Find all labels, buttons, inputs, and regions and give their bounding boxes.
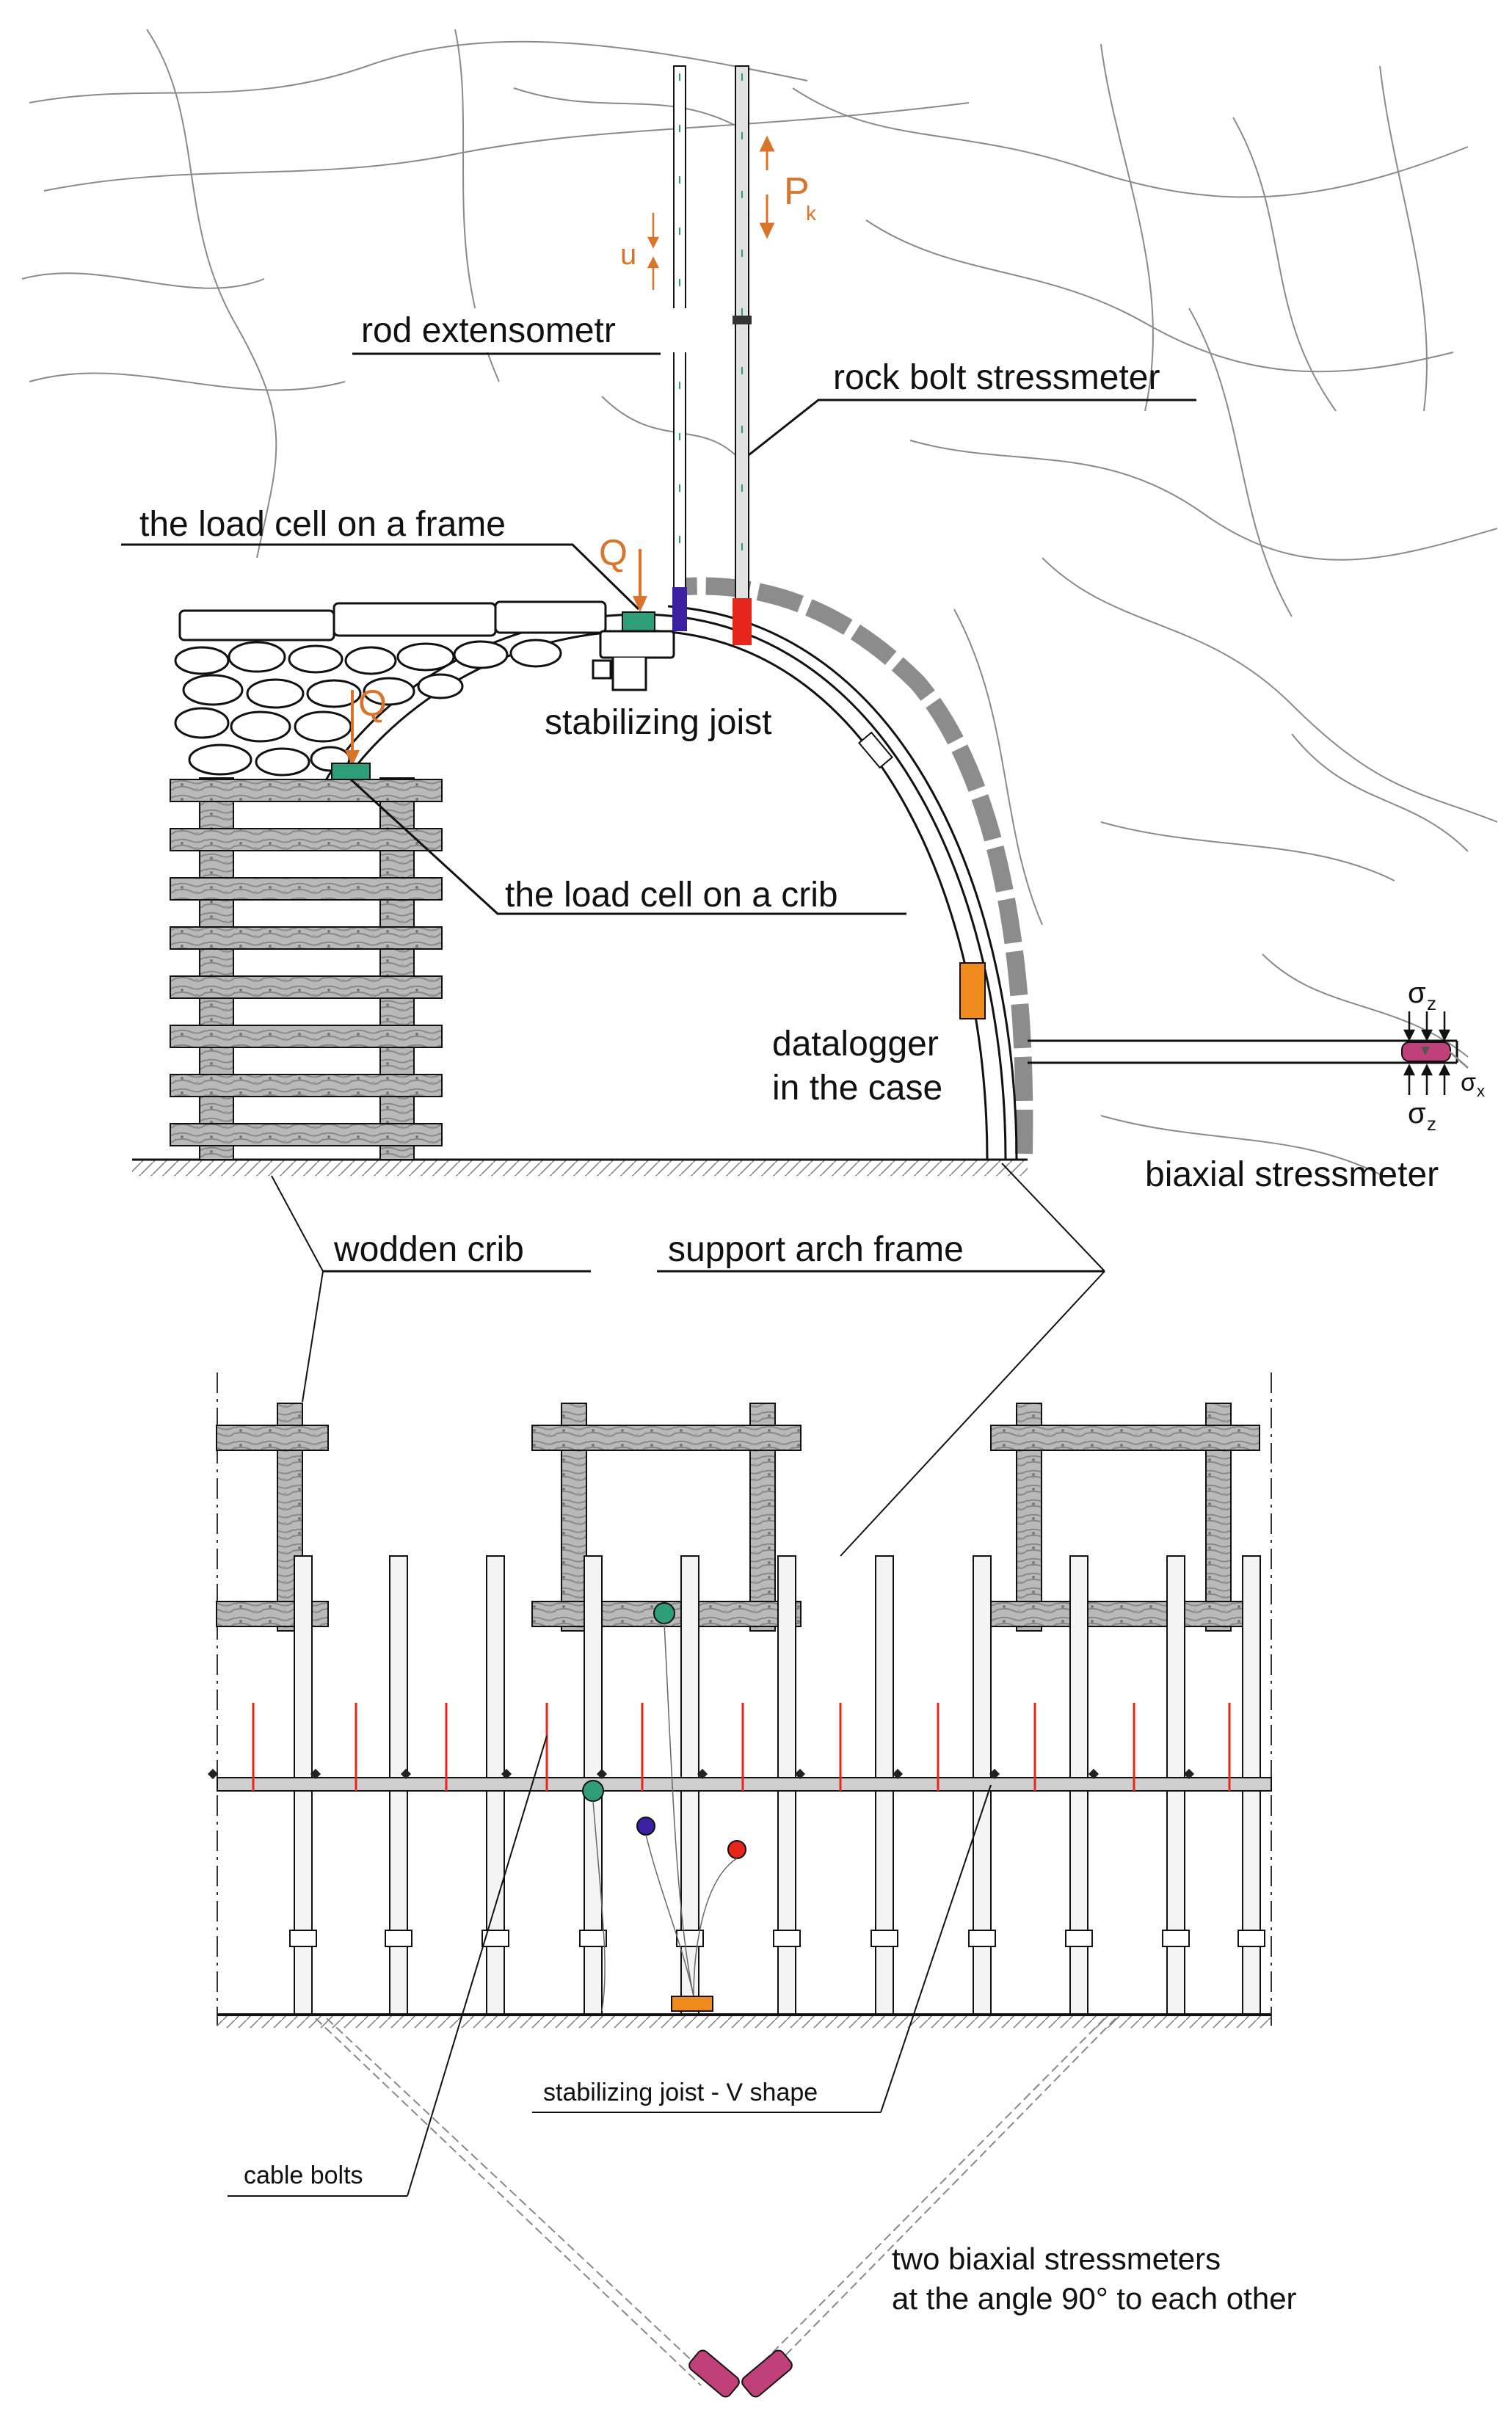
post-clamp [481,1930,509,1947]
stone-wall [174,600,607,777]
extensometer-marker [636,1817,655,1836]
support-arch-label: support arch frame [668,1230,964,1269]
load-cell-marker-crib [582,1780,604,1802]
biaxial-borehole [1028,1039,1458,1064]
post-clamp [773,1930,801,1947]
rock-bolt-stressmeter [733,65,752,645]
sigma-z-bottom-sub: z [1427,1113,1436,1135]
stabilizing-joist-clamp [592,630,675,691]
post-clamp [1065,1930,1093,1947]
biaxial-stressmeter-left [688,2349,740,2398]
extensometer-head [672,587,687,631]
post-clamp [676,1930,704,1947]
datalogger-marker [671,1996,713,2012]
load-cell-crib-leader [349,778,906,915]
sensor-cables [592,1623,738,2012]
lower-ground-hatch [217,2015,1271,2028]
rock-bolt-marker [727,1840,746,1859]
rock-fracture-lines [21,29,1498,1175]
biaxial-stressmeter-label: biaxial stressmeter [1145,1155,1439,1194]
bolt-head [733,598,752,645]
q-frame-arrowhead [633,596,647,612]
rock-bolt-stressmeter-label: rock bolt stressmeter [833,358,1160,397]
q-frame-symbol: Q [599,532,628,573]
wooden-crib-leader-top [271,1175,324,1272]
sigma-z-top-sub: z [1427,992,1436,1014]
two-biaxial-label-line2: at the angle 90° to each other [892,2281,1297,2316]
stabilizing-joist-label: stabilizing joist [545,703,771,742]
load-cell-frame-leader [121,543,640,611]
sigma-z-bottom: σ [1408,1097,1426,1130]
u-displacement-arrows [647,213,660,290]
sigma-x-sub: x [1477,1082,1485,1100]
crib-elevations [216,1403,1260,1632]
q-crib-symbol: Q [358,683,387,724]
stabilizing-joist-beam [217,1777,1272,1792]
wooden-crib-label: wodden crib [333,1230,524,1269]
load-cell-crib [331,763,371,780]
pk-force-arrows [759,135,775,239]
v-boreholes [315,2018,1116,2386]
rod-extensometer-label-box [354,308,699,352]
wooden-crib [170,777,443,1160]
arch-clamp [858,731,893,769]
load-cell-marker-frame [653,1602,675,1624]
cable-bolts-label: cable bolts [244,2162,363,2189]
datalogger-label-line1: datalogger [772,1025,939,1064]
ground-hatch [132,1160,1028,1176]
rock-bolt-leader [748,399,1196,457]
arch-backfill [675,577,1033,1155]
u-symbol: u [620,239,636,271]
rod-extensometer-label: rod extensometr [361,311,616,350]
support-arch-leader-top [1001,1163,1105,1272]
datalogger-label-line2: in the case [772,1069,942,1108]
datalogger-case [959,962,986,1019]
biaxial-stressmeter-right [741,2349,793,2398]
sigma-x: σ [1461,1069,1476,1097]
stabilizing-joist-v-label: stabilizing joist - V shape [543,2079,818,2106]
two-biaxial-label-line1: two biaxial stressmeters [892,2242,1221,2276]
post-clamp [871,1930,898,1947]
pk-symbol: P [784,170,810,213]
joist-bracket [207,1768,219,1780]
sigma-z-arrows [1403,1011,1469,1095]
sigma-z-top: σ [1408,977,1426,1009]
stabilizing-joist-v-leader [880,1784,992,2113]
post-clamp [289,1930,317,1947]
support-arch-leader-bottom [840,1270,1105,1557]
post-clamp [1237,1930,1265,1947]
cable-bolts-leader [407,1735,548,2197]
load-cell-frame [622,611,655,632]
q-crib-arrowhead [345,750,360,766]
post-clamp [385,1930,412,1947]
post-clamp [968,1930,996,1947]
post-clamp [579,1930,607,1947]
load-cell-frame-label: the load cell on a frame [139,505,506,544]
wooden-crib-leader-bottom [302,1270,324,1403]
post-clamp [1162,1930,1190,1947]
load-cell-crib-label: the load cell on a crib [505,876,838,915]
pk-subscript: k [806,202,817,225]
